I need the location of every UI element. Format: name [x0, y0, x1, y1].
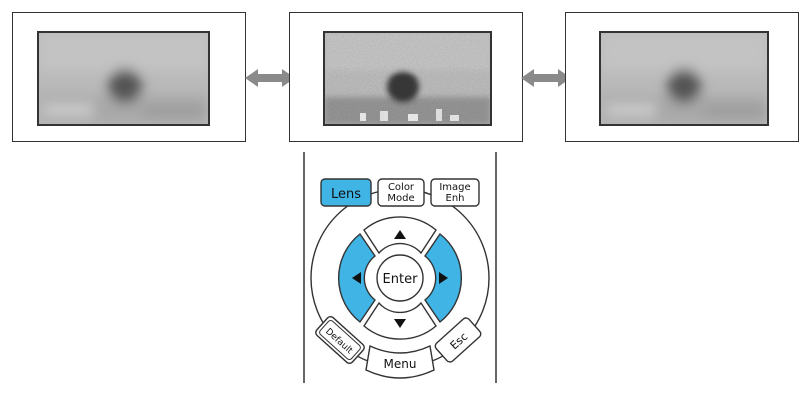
color-mode-label-line2: Mode [387, 193, 414, 204]
double-arrow-icon [245, 69, 295, 87]
right-arrow-button[interactable] [424, 232, 462, 324]
menu-button[interactable]: Menu [365, 344, 435, 379]
remote-control: Lens Color Mode Image Enh Enter De [303, 152, 497, 383]
blurred-preview-image [599, 31, 769, 126]
triangle-up-icon [394, 230, 406, 239]
blurred-preview-image [37, 31, 210, 126]
menu-button-label: Menu [384, 357, 417, 371]
sharpness-frame-right [565, 12, 799, 142]
left-arrow-button[interactable] [338, 232, 376, 324]
up-arrow-button[interactable] [363, 216, 437, 255]
color-mode-button[interactable]: Color Mode [377, 178, 425, 207]
enter-button[interactable]: Enter [376, 254, 424, 302]
image-enh-label-line2: Enh [446, 193, 465, 204]
esc-button[interactable]: Esc [434, 316, 483, 363]
sharpness-frame-left [12, 12, 246, 142]
image-enh-button[interactable]: Image Enh [430, 178, 480, 207]
enter-button-label: Enter [383, 272, 419, 287]
lens-button[interactable]: Lens [320, 178, 372, 207]
color-mode-label-line1: Color [388, 182, 415, 193]
sharpness-frame-center [289, 12, 523, 142]
lens-button-label: Lens [331, 187, 361, 202]
down-arrow-button[interactable] [363, 301, 437, 340]
sharpened-preview-image [323, 31, 492, 126]
image-enh-label-line1: Image [439, 182, 470, 193]
triangle-right-icon [439, 272, 448, 284]
triangle-left-icon [352, 272, 361, 284]
triangle-down-icon [394, 319, 406, 328]
default-button[interactable]: Default [314, 315, 366, 365]
double-arrow-icon [521, 69, 571, 87]
